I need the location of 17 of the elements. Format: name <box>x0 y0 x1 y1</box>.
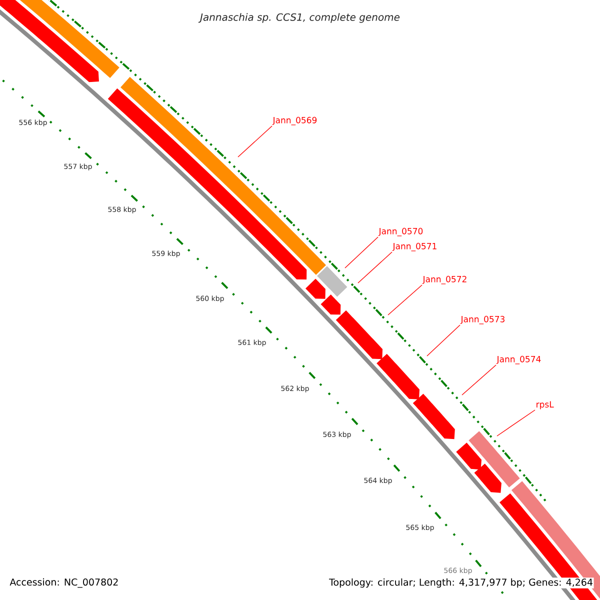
gene-label: Jann_0573 <box>460 316 504 324</box>
leader-line <box>388 284 422 316</box>
leader-line <box>426 324 460 356</box>
title: Jannaschia sp. CCS1, complete genome <box>198 13 400 23</box>
footer-text: Accession: NC_007802 <box>8 576 120 590</box>
gene-label: Jann_0572 <box>422 276 466 284</box>
gene-label: Jann_0571 <box>392 242 436 252</box>
leader-line <box>462 364 496 396</box>
gene-label: Jann_0569 <box>272 116 317 126</box>
leader-line <box>358 252 392 284</box>
gene-label: rpsL <box>536 401 554 410</box>
leader-line <box>344 236 378 268</box>
footer-text: Topology: circular; Length: 4,317,977 bp; Genes: 4,264 <box>328 578 594 588</box>
gene-label: Jann_0570 <box>378 228 423 236</box>
leader-line <box>238 126 272 158</box>
gene-label: Jann_0574 <box>496 356 541 364</box>
leader-line <box>496 410 536 436</box>
